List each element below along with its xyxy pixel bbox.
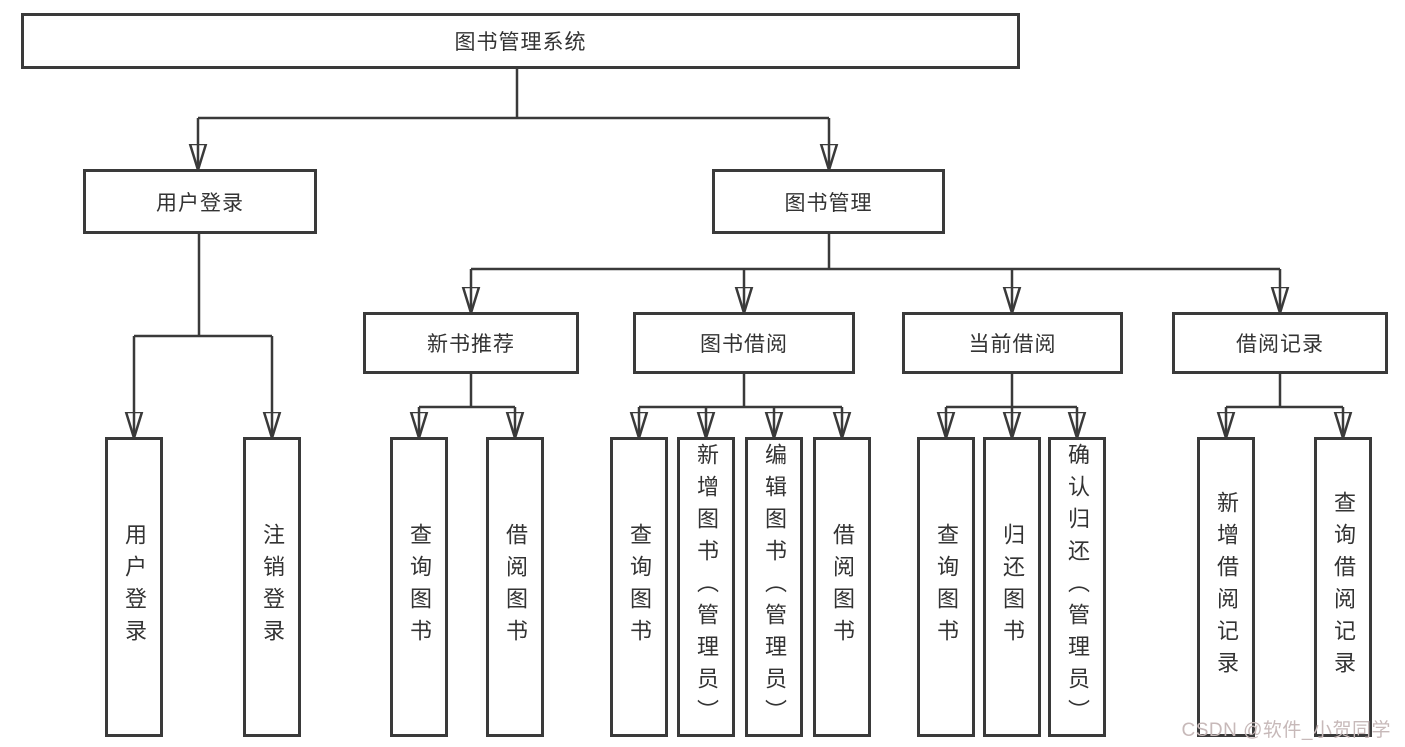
- node-borrow-record: 借阅记录: [1172, 312, 1388, 374]
- connector-book-borrow-children: [639, 374, 842, 437]
- node-book-borrow: 图书借阅: [633, 312, 855, 374]
- leaf-add-books-admin: 新增图书（管理员）: [677, 437, 735, 737]
- leaf-return-books: 归还图书: [983, 437, 1041, 737]
- leaf-borrow-books: 借阅图书: [813, 437, 871, 737]
- leaf-confirm-return-admin: 确认归还（管理员）: [1048, 437, 1106, 737]
- node-root-system: 图书管理系统: [21, 13, 1020, 69]
- csdn-watermark: CSDN @软件_小贺同学: [1181, 720, 1391, 741]
- connector-root-to-level2: [198, 69, 829, 169]
- leaf-edit-books-admin: 编辑图书（管理员）: [745, 437, 803, 737]
- leaf-logout: 注销登录: [243, 437, 301, 737]
- leaf-query-books-recommend: 查询图书: [390, 437, 448, 737]
- leaf-query-books-borrow: 查询图书: [610, 437, 668, 737]
- connector-user-login-children: [134, 234, 272, 437]
- node-book-management: 图书管理: [712, 169, 945, 234]
- node-current-borrow: 当前借阅: [902, 312, 1123, 374]
- node-user-login: 用户登录: [83, 169, 317, 234]
- leaf-add-borrow-record: 新增借阅记录: [1197, 437, 1255, 737]
- leaf-user-login: 用户登录: [105, 437, 163, 737]
- leaf-borrow-books-recommend: 借阅图书: [486, 437, 544, 737]
- node-new-book-recommend: 新书推荐: [363, 312, 579, 374]
- connector-book-mgmt-to-level3: [471, 234, 1280, 312]
- leaf-query-books-current: 查询图书: [917, 437, 975, 737]
- leaf-query-borrow-record: 查询借阅记录: [1314, 437, 1372, 737]
- connector-borrow-record-children: [1226, 374, 1343, 437]
- connector-new-book-children: [419, 374, 515, 437]
- connector-current-borrow-children: [946, 374, 1077, 437]
